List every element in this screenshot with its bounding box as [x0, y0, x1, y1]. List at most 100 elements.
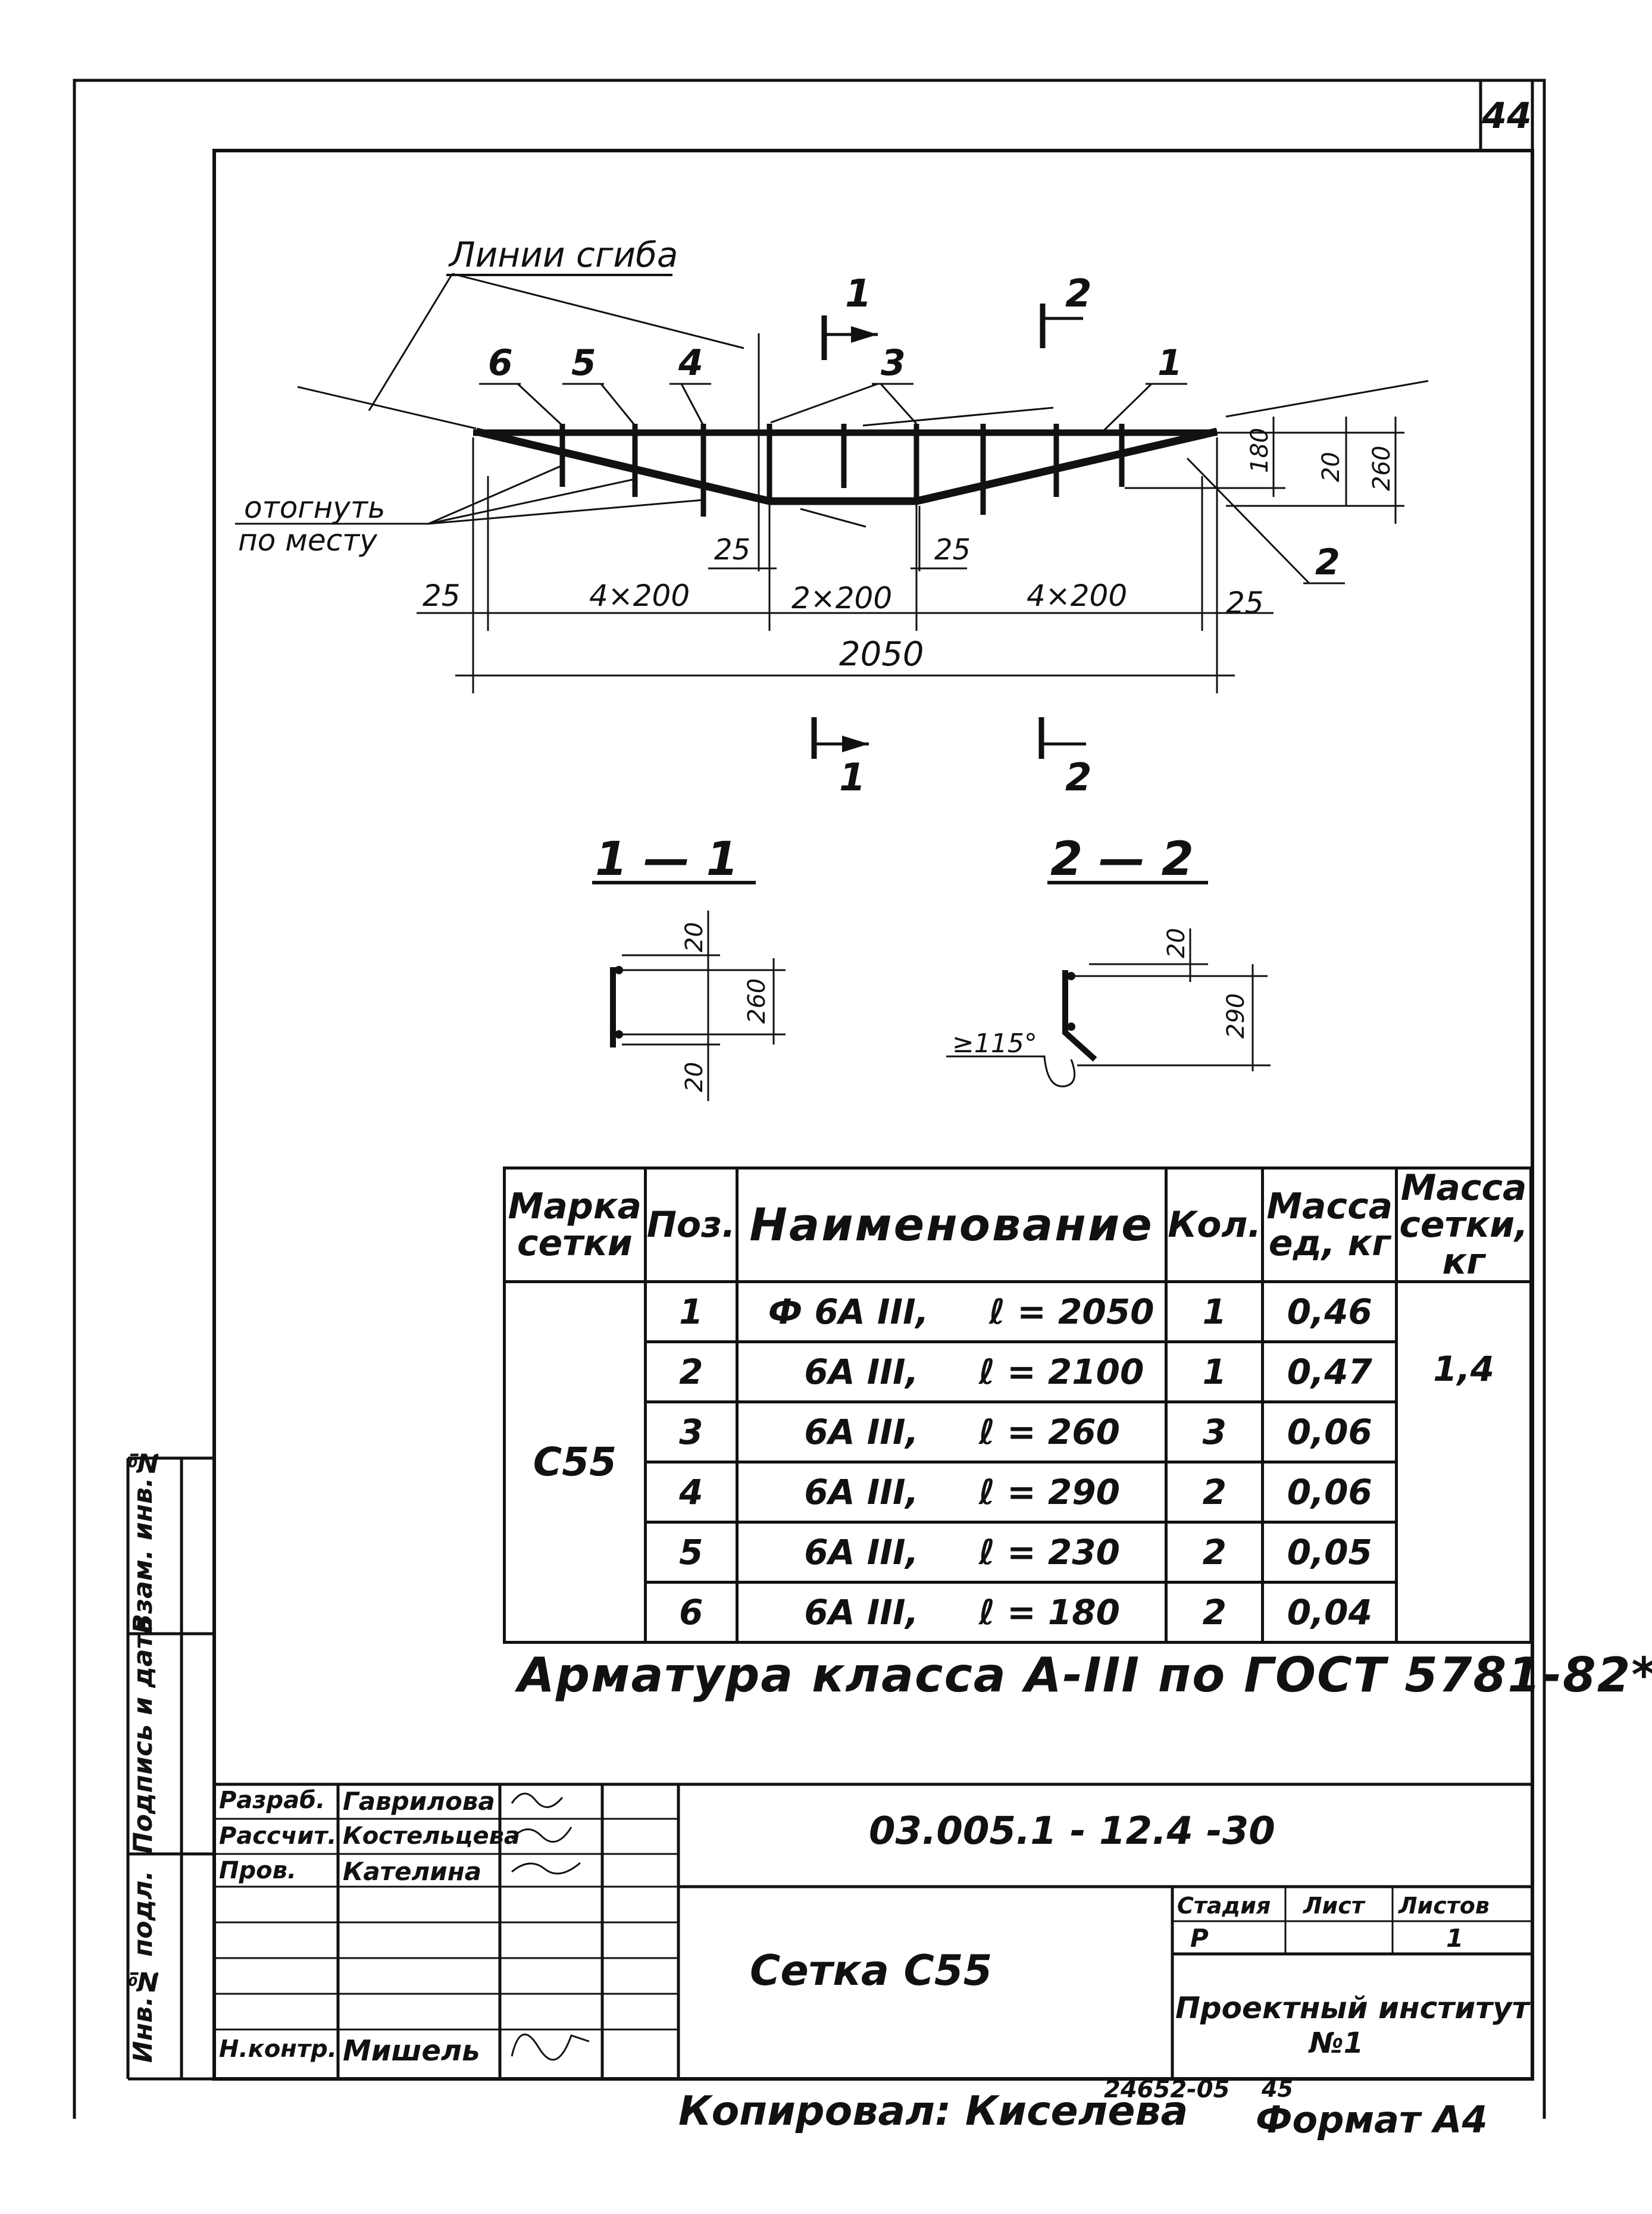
dim-bend-right: 25 [934, 533, 971, 567]
reinforcement-note: Арматура класса А-III по ГОСТ 5781-82* [518, 1647, 1652, 1703]
dim-edge-right: 25 [1226, 586, 1264, 620]
table-row: 6 6А III, ℓ = 180 2 0,04 [505, 1581, 1531, 1644]
sheets-label: Листов [1398, 1893, 1490, 1919]
dim-mid-span: 2×200 [791, 581, 892, 615]
row-mass: 0,04 [1261, 1581, 1398, 1644]
plan-view [235, 273, 1429, 759]
row-name: Ф 6А III, ℓ = 2050 [735, 1280, 1168, 1343]
s2-dim-top: 20 [1163, 928, 1190, 958]
row-name: 6А III, ℓ = 2100 [735, 1340, 1168, 1403]
header-quantity: Кол. [1165, 1167, 1265, 1283]
s2-angle: ≥115° [952, 1028, 1037, 1059]
pos-mark-4: 4 [678, 342, 703, 384]
name-normcontrol: Мишель [343, 2034, 480, 2068]
s1-dim-top: 20 [681, 922, 708, 952]
stage-label: Стадия [1177, 1893, 1271, 1919]
page-in-set: 45 [1262, 2076, 1293, 2102]
s1-dim-height: 260 [743, 978, 771, 1024]
format: Формат А4 [1256, 2098, 1488, 2141]
mesh-mark-cell: С55 [503, 1280, 647, 1644]
section-mark-top-1: 1 [845, 272, 872, 316]
copied-by: Копировал: Киселева [678, 2088, 1188, 2135]
mesh-mass-cell: 1,4 [1395, 1280, 1532, 1644]
title-block-grid [126, 1456, 1532, 2081]
organization-line1: Проектный институт [1175, 1991, 1529, 2025]
dim-overall: 2050 [839, 635, 924, 674]
row-mass: 0,06 [1261, 1400, 1398, 1464]
sheet-number: 44 [1481, 95, 1532, 137]
row-name: 6А III, ℓ = 260 [735, 1400, 1168, 1464]
row-name: 6А III, ℓ = 180 [735, 1581, 1168, 1644]
sheets-value: 1 [1446, 1924, 1464, 1953]
pos-mark-3: 3 [881, 342, 906, 384]
role-checked: Пров. [219, 1857, 297, 1884]
row-position: 1 [643, 1280, 739, 1343]
dim-vert-260: 260 [1368, 446, 1396, 491]
row-quantity: 3 [1165, 1400, 1265, 1464]
section-mark-bottom-1: 1 [839, 756, 866, 800]
sheet-number-box [1479, 79, 1534, 152]
archive-number: 24652-05 [1104, 2076, 1230, 2103]
pos-mark-2: 2 [1315, 542, 1340, 583]
dim-vert-180: 180 [1246, 428, 1274, 473]
row-position: 3 [643, 1400, 739, 1464]
stamp-sign-date: Подпись и дата [128, 1616, 158, 1854]
dim-right-span: 4×200 [1027, 578, 1127, 613]
role-normcontrol: Н.контр. [219, 2035, 337, 2063]
section-2-2: 2 — 2 20 290 ≥115° [946, 833, 1271, 1087]
row-mass: 0,46 [1261, 1280, 1398, 1343]
table-row: 3 6А III, ℓ = 260 3 0,06 [505, 1400, 1531, 1464]
drawing-frame [212, 149, 1534, 2081]
bend-lines-label: Линии сгиба [448, 234, 678, 275]
bend-note-line2: по месту [238, 523, 378, 558]
row-quantity: 2 [1165, 1461, 1265, 1524]
dim-left-span: 4×200 [589, 578, 690, 613]
row-mass: 0,47 [1261, 1340, 1398, 1403]
section-mark-top-2: 2 [1065, 272, 1092, 316]
section-1-title: 1 — 1 [595, 833, 739, 886]
pos-mark-5: 5 [571, 342, 596, 384]
table-row: С55 1 Ф 6А III, ℓ = 2050 1 0,46 1,4 [503, 1280, 1532, 1644]
row-mass: 0,05 [1261, 1521, 1398, 1584]
header-name: Наименование [735, 1167, 1168, 1283]
name-developed: Гаврилова [343, 1787, 495, 1816]
header-position: Поз. [643, 1167, 739, 1283]
row-quantity: 2 [1165, 1521, 1265, 1584]
pos-mark-6: 6 [488, 342, 513, 384]
stage-value: Р [1190, 1924, 1209, 1953]
row-mass: 0,06 [1261, 1461, 1398, 1524]
name-checked: Кателина [343, 1857, 482, 1886]
document-code: 03.005.1 - 12.4 -30 [869, 1809, 1275, 1853]
name-calculated: Костельцева [343, 1822, 520, 1850]
spec-header-row: Марка сетки Поз. Наименование Кол. Масса… [503, 1167, 1532, 1283]
header-mesh-mass: Масса сетки, кг [1395, 1167, 1532, 1283]
row-position: 6 [643, 1581, 739, 1644]
section-mark-bottom-2: 2 [1065, 756, 1092, 800]
specification-table: Марка сетки Поз. Наименование Кол. Масса… [503, 1167, 1532, 1644]
sheet-label: Лист [1303, 1893, 1365, 1919]
dim-edge-left: 25 [423, 578, 461, 613]
row-name: 6А III, ℓ = 290 [735, 1461, 1168, 1524]
drawing-title: Сетка С55 [750, 1946, 993, 1995]
role-calculated: Рассчит. [219, 1822, 337, 1850]
role-developed: Разраб. [219, 1787, 326, 1814]
section-2-title: 2 — 2 [1050, 833, 1194, 886]
stamp-inv-original: Инв.№ подл. [128, 1870, 158, 2063]
dim-vert-20: 20 [1318, 452, 1345, 482]
table-row: 5 6А III, ℓ = 230 2 0,05 [505, 1521, 1531, 1584]
row-quantity: 1 [1165, 1280, 1265, 1343]
row-quantity: 2 [1165, 1581, 1265, 1644]
row-position: 2 [643, 1340, 739, 1403]
row-position: 4 [643, 1461, 739, 1524]
bend-note-line1: отогнуть [244, 490, 385, 525]
stamp-replaces-inv: Взам. инв.№ [128, 1447, 158, 1634]
organization-line2: №1 [1309, 2027, 1364, 2060]
plan-labels: Линии сгиба отогнуть по месту 6 5 4 3 1 … [238, 234, 1396, 800]
s1-dim-bottom: 20 [681, 1062, 708, 1092]
dim-bend-left: 25 [714, 533, 750, 567]
section-1-1: 1 — 1 20 260 20 [592, 833, 786, 1101]
row-position: 5 [643, 1521, 739, 1584]
row-name: 6А III, ℓ = 230 [735, 1521, 1168, 1584]
table-row: 2 6А III, ℓ = 2100 1 0,47 [505, 1340, 1531, 1403]
